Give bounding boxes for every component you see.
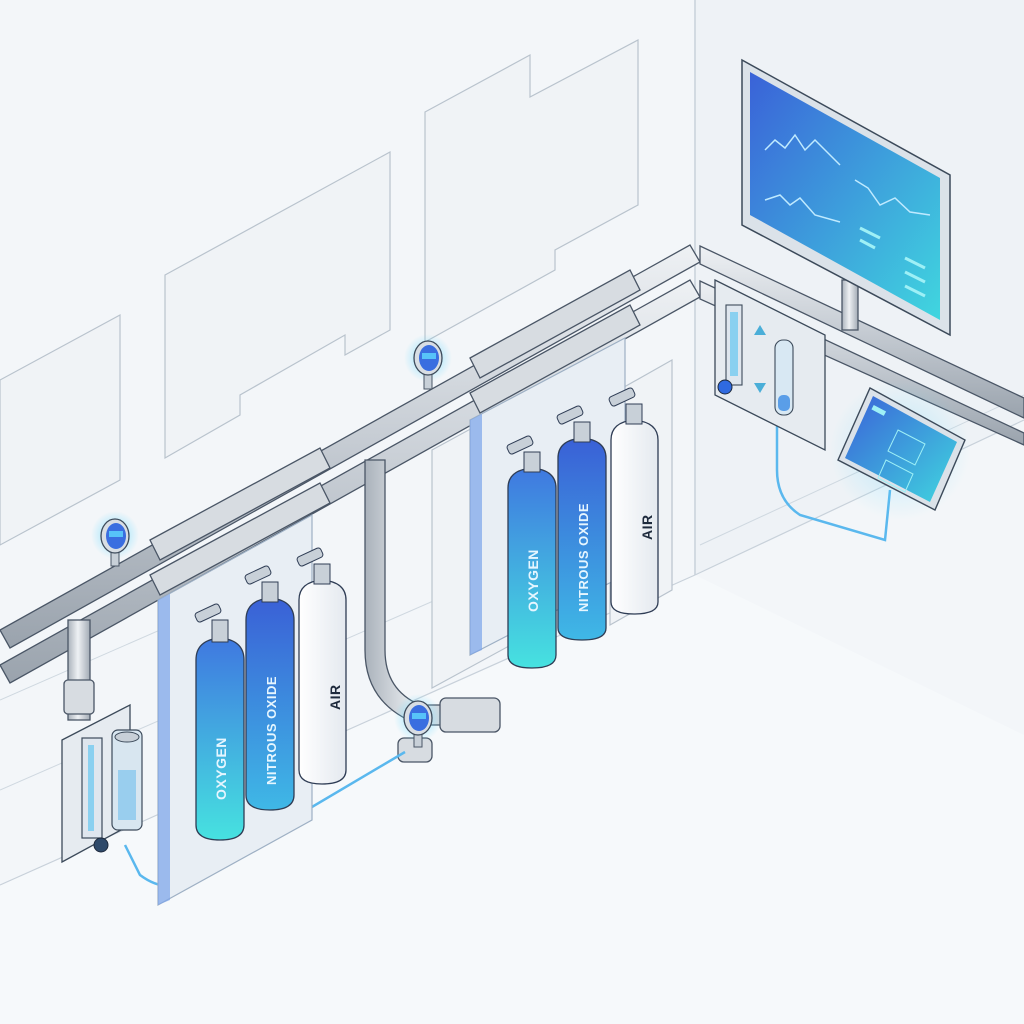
- cylinder-label: NITROUS OXIDE: [264, 676, 279, 785]
- cylinder-label: AIR: [639, 514, 655, 540]
- trend-chart-2: [764, 194, 841, 223]
- cylinder-oxygen-left[interactable]: OXYGEN: [194, 603, 245, 841]
- monitor-charts: [764, 133, 931, 223]
- cylinder-air-right[interactable]: AIR: [608, 387, 659, 615]
- tablet-cable: [775, 425, 892, 542]
- wall-monitor[interactable]: [741, 58, 951, 337]
- flow-knob[interactable]: [717, 379, 733, 395]
- cylinder-group-right: OXYGEN NITROUS OXIDE AIR: [469, 337, 659, 669]
- trend-chart-3: [854, 179, 931, 216]
- gauge-upper-center[interactable]: [404, 334, 452, 390]
- flowmeter-right: [714, 278, 826, 452]
- gauge-upper-left[interactable]: [91, 511, 139, 567]
- cylinder-air-left[interactable]: AIR: [296, 547, 347, 785]
- wall-panel-3: [424, 39, 639, 344]
- gauge-lower-center[interactable]: [394, 694, 442, 748]
- flowmeter-left: [61, 703, 143, 864]
- menu-list: [871, 404, 887, 416]
- cylinder-label: OXYGEN: [525, 549, 541, 612]
- cylinder-oxygen-right[interactable]: OXYGEN: [506, 435, 557, 669]
- wall-panel-2: [164, 150, 391, 460]
- cylinder-nitrous-left[interactable]: NITROUS OXIDE: [244, 565, 295, 811]
- cylinder-label: NITROUS OXIDE: [576, 503, 591, 612]
- trend-chart-1: [764, 133, 841, 166]
- flow-knob[interactable]: [93, 837, 109, 853]
- control-tablet[interactable]: [830, 380, 970, 520]
- monitor-status-list: [859, 226, 926, 298]
- arrow-down-icon: [754, 383, 766, 393]
- arrow-up-icon: [754, 325, 766, 335]
- chart-card: [887, 429, 926, 466]
- cylinder-group-left: OXYGEN NITROUS OXIDE AIR: [157, 513, 347, 907]
- cylinder-nitrous-right[interactable]: NITROUS OXIDE: [556, 405, 607, 641]
- cylinder-label: AIR: [327, 684, 343, 710]
- status-card: [877, 459, 914, 493]
- floor: [0, 575, 1024, 1024]
- wall-panel-1: [0, 313, 121, 546]
- cylinder-label: OXYGEN: [213, 737, 229, 800]
